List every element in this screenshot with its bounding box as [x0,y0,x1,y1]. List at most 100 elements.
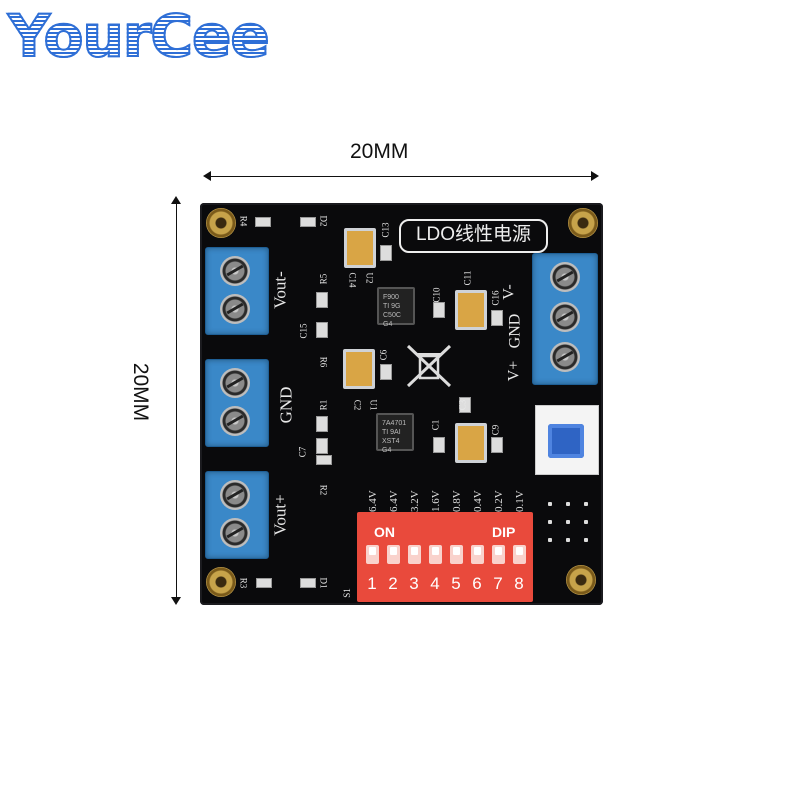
ic-mark: F900 [383,294,399,301]
width-dimension-label: 20MM [350,140,409,163]
width-dimension-arrow [203,171,599,181]
ref-r6: R6 [318,356,329,368]
smd-resistor [255,217,271,227]
terminal-block-vout-minus [205,247,269,335]
ref-c14: C14 [347,272,358,288]
ref-d1: D1 [318,577,329,589]
dip-toggle-2[interactable] [387,545,400,564]
dip-voltage-label: 0.1V [514,490,526,512]
brand-logo: YourCee [7,1,271,71]
ref-s1: S1 [341,588,352,598]
dip-voltage-label: 1.6V [430,490,442,512]
ref-r3: R3 [238,577,249,589]
dip-position-number: 3 [409,574,419,593]
ref-c10: C10 [431,287,442,303]
ref-c11: C11 [462,270,473,286]
ref-r2: R2 [318,484,329,496]
terminal-block-vout-plus [205,471,269,559]
dip-position-number: 4 [430,574,440,593]
dip-position-number: 1 [367,574,377,593]
smd-led [300,217,316,227]
ref-r1: R1 [318,399,329,411]
height-dimension-label: 20MM [129,362,152,422]
dip-position-number: 6 [472,574,482,593]
dip-voltage-label: 0.8V [451,490,463,512]
mounting-hole [206,208,236,238]
dip-toggle-8[interactable] [513,545,526,564]
dip-voltage-label: 0.4V [472,490,484,512]
smd-capacitor [380,245,392,261]
smd-capacitor [491,310,503,326]
dip-toggle-7[interactable] [492,545,505,564]
label-gnd-right: GND [506,313,524,349]
header-pin [566,538,570,542]
smd-capacitor [491,437,503,453]
smd-capacitor [380,364,392,380]
mounting-hole [206,567,236,597]
smd-capacitor [433,302,445,318]
screw-icon [550,262,580,292]
smd-capacitor [316,438,328,454]
push-button[interactable] [548,424,584,458]
smd-led [300,578,316,588]
dip-toggle-4[interactable] [429,545,442,564]
dip-on-label: ON [374,524,395,540]
dip-toggle-5[interactable] [450,545,463,564]
label-vout-plus: Vout+ [270,494,290,536]
screw-icon [220,518,250,548]
ic-mark: TI 9AI [382,429,401,436]
dip-toggle-1[interactable] [366,545,379,564]
smd-capacitor [316,292,328,308]
terminal-block-input [532,253,598,385]
height-dimension-arrow [171,196,181,605]
screw-icon [220,480,250,510]
dip-position-number: 7 [493,574,503,593]
terminal-block-gnd [205,359,269,447]
mounting-hole [568,208,598,238]
ref-c13: C13 [380,222,391,238]
board-title: LDO线性电源 [399,219,548,253]
screw-icon [550,342,580,372]
header-pin [548,538,552,542]
smd-capacitor [433,437,445,453]
label-gnd-left: GND [276,386,296,424]
header-pin [548,520,552,524]
ref-c7: C7 [297,446,308,458]
ic-u2: F900 TI 9G C50C G4 [377,287,415,328]
screw-icon [220,256,250,286]
label-v-plus: V+ [505,360,523,382]
dip-type-label: DIP [492,524,516,540]
weee-bin-icon [406,344,452,388]
ic-u1: 7A4701 TI 9AI XST4 G4 [376,413,414,454]
header-pin [566,502,570,506]
ic-mark: TI 9G [383,303,401,310]
ref-u2: U2 [364,272,375,284]
smd-capacitor [316,322,328,338]
ic-mark: C50C G4 [383,312,401,328]
ref-d2: D2 [318,215,329,227]
dip-toggle-3[interactable] [408,545,421,564]
smd-resistor [316,455,332,465]
label-vout-minus: Vout- [270,271,290,309]
ref-c3: C3 [457,399,468,411]
smd-capacitor [316,416,328,432]
ref-c6: C6 [378,349,389,361]
dip-voltage-label: 6.4V [367,490,379,512]
capacitor [343,349,375,389]
smd-resistor [256,578,272,588]
capacitor [344,228,376,268]
ref-r5: R5 [318,273,329,285]
mounting-hole [566,565,596,595]
dip-voltage-label: 6.4V [388,490,400,512]
screw-icon [220,294,250,324]
ref-c1: C1 [430,419,441,431]
header-pin [548,502,552,506]
capacitor [455,290,487,330]
ref-c16: C16 [490,290,501,306]
screw-icon [220,406,250,436]
screw-icon [220,368,250,398]
ref-r4: R4 [238,215,249,227]
ref-u1: U1 [368,399,379,411]
dip-toggle-6[interactable] [471,545,484,564]
capacitor [455,423,487,463]
